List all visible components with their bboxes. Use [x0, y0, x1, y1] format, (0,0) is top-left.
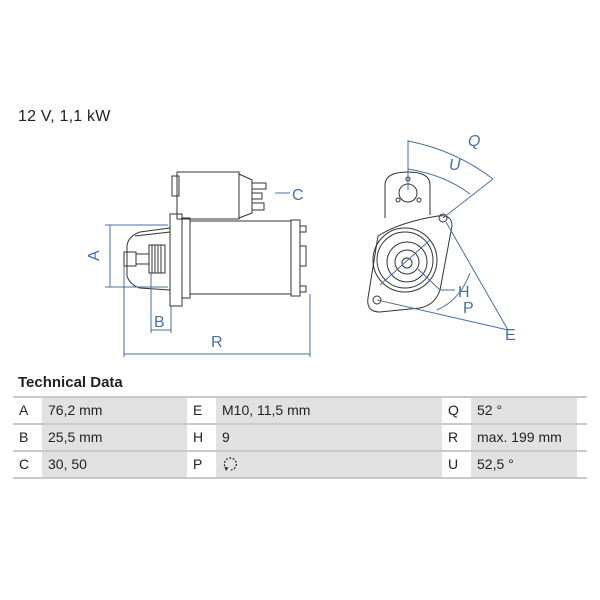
front-dimensions	[376, 140, 509, 331]
label-B: B	[154, 314, 165, 331]
rotation-counterclockwise-icon	[223, 457, 237, 471]
key-A: A	[13, 398, 42, 423]
technical-data-table: A 76,2 mm E M10, 11,5 mm Q 52 ° B 25,5 m…	[13, 396, 587, 479]
technical-data-heading: Technical Data	[18, 374, 123, 391]
key-R: R	[442, 425, 471, 450]
value-H: 9	[216, 425, 442, 450]
side-view	[123, 171, 307, 307]
table-row: B 25,5 mm H 9 R max. 199 mm	[13, 423, 587, 450]
label-C: C	[292, 187, 304, 204]
key-U: U	[442, 452, 471, 477]
value-U: 52,5 °	[471, 452, 577, 477]
value-E: M10, 11,5 mm	[216, 398, 442, 423]
value-A: 76,2 mm	[42, 398, 187, 423]
key-H: H	[187, 425, 216, 450]
label-H: H	[458, 284, 470, 301]
label-R: R	[211, 334, 223, 351]
value-C: 30, 50	[42, 452, 187, 477]
front-dimension-labels: Q U H P E	[449, 133, 516, 344]
label-E: E	[505, 327, 516, 344]
front-view	[367, 171, 453, 313]
value-Q: 52 °	[471, 398, 577, 423]
label-P: P	[463, 300, 474, 317]
key-P: P	[187, 452, 216, 477]
table-row: A 76,2 mm E M10, 11,5 mm Q 52 °	[13, 396, 587, 423]
side-dimensions	[105, 192, 311, 357]
value-R: max. 199 mm	[471, 425, 577, 450]
side-dimension-labels: A B C R	[86, 187, 304, 351]
key-Q: Q	[442, 398, 471, 423]
technical-drawing: A B C R Q U H P E	[86, 133, 516, 357]
key-E: E	[187, 398, 216, 423]
key-B: B	[13, 425, 42, 450]
value-P	[216, 452, 442, 477]
label-Q: Q	[468, 133, 480, 150]
product-title: 12 V, 1,1 kW	[18, 108, 111, 125]
value-B: 25,5 mm	[42, 425, 187, 450]
table-row: C 30, 50 P U 52,5 °	[13, 450, 587, 479]
key-C: C	[13, 452, 42, 477]
label-A: A	[86, 250, 103, 261]
label-U: U	[449, 157, 461, 174]
